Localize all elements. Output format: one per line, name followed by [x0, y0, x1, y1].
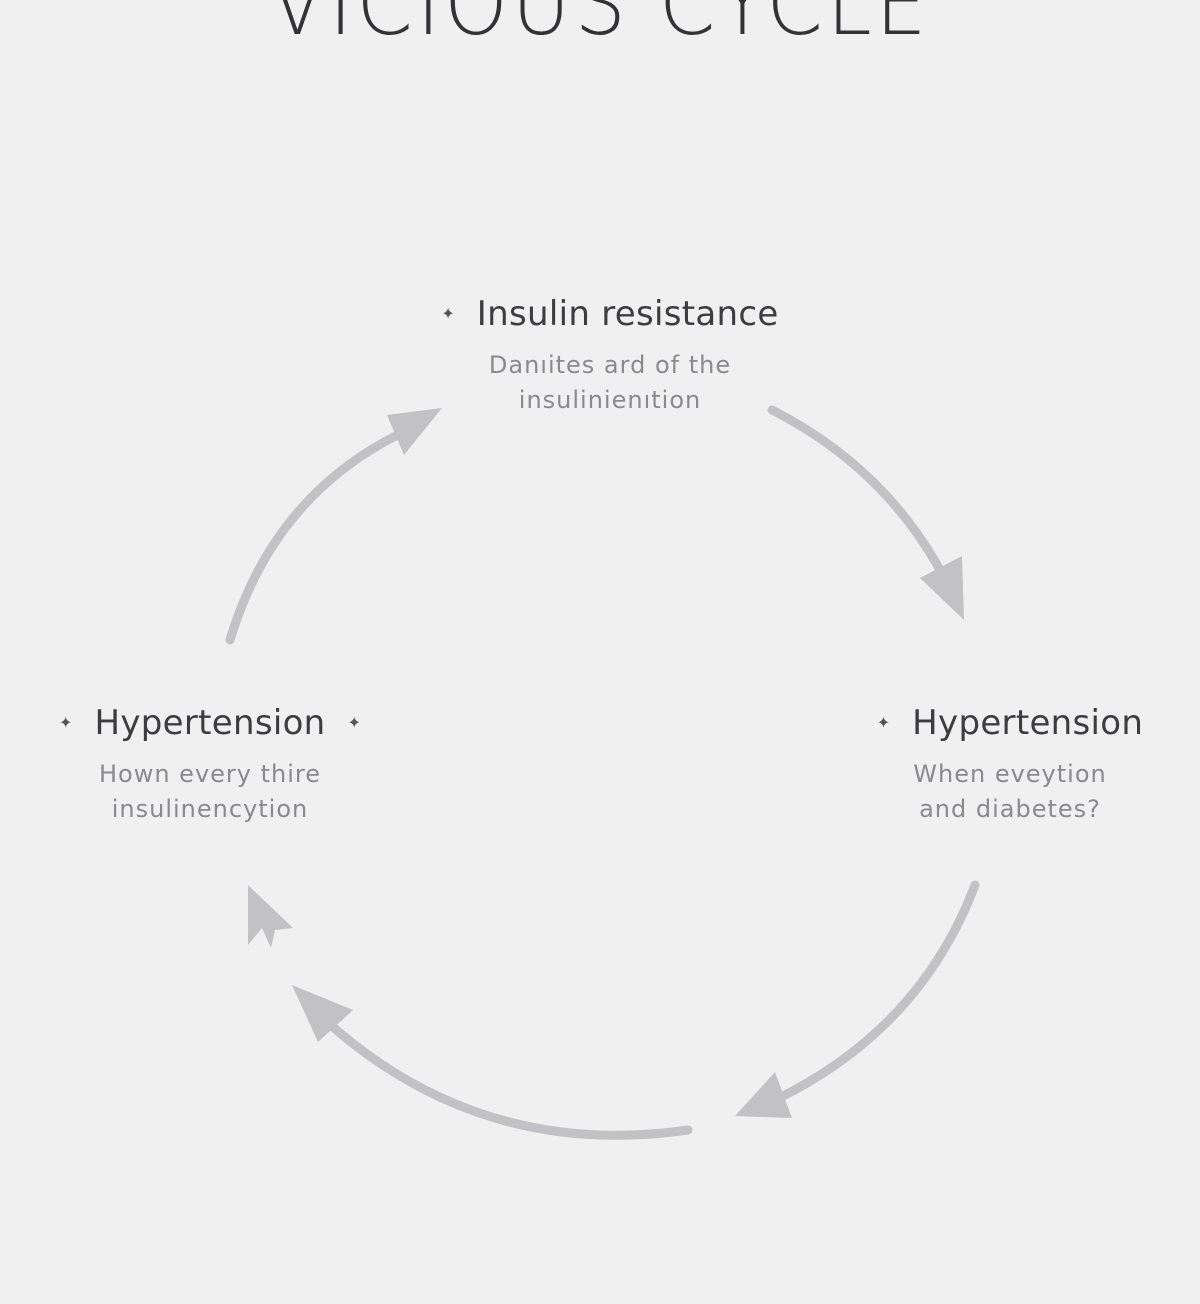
node-label: Insulin resistance	[476, 294, 779, 334]
arrow-bottom-to-left	[292, 985, 693, 1140]
node-description: When eveytion and diabetes?	[820, 757, 1200, 827]
description-line: insulinienıtion	[518, 386, 702, 414]
description-line: When eveytion	[913, 760, 1107, 788]
node-description: Danıites ard of the insulinienıtion	[380, 348, 840, 418]
node-label: Hypertension	[94, 703, 326, 743]
arrow-top-to-right	[767, 405, 964, 620]
bullet-icon: ✦	[347, 713, 361, 732]
description-line: and diabetes?	[919, 795, 1101, 823]
node-insulin-resistance: ✦ Insulin resistance Danıites ard of the…	[380, 294, 840, 418]
bullet-icon: ✦	[59, 713, 73, 732]
arrow-right-to-bottom	[735, 880, 980, 1118]
node-hypertension-left: ✦ Hypertension ✦ Hown every thire insuli…	[20, 703, 400, 827]
bullet-icon: ✦	[441, 304, 455, 323]
node-description: Hown every thire insulinencytion	[20, 757, 400, 827]
node-heading: ✦ Hypertension ✦	[20, 703, 400, 743]
diagram-title: VICIOUS CYCLE	[269, 0, 931, 55]
node-heading: ✦ Hypertension	[820, 703, 1200, 743]
description-line: Danıites ard of the	[488, 351, 732, 379]
node-heading: ✦ Insulin resistance	[380, 294, 840, 334]
node-label: Hypertension	[912, 703, 1144, 743]
node-hypertension-right: ✦ Hypertension When eveytion and diabete…	[820, 703, 1200, 827]
arrow-left-to-top	[225, 408, 442, 645]
description-line: Hown every thire	[98, 760, 322, 788]
pointer-arrowhead	[248, 885, 293, 948]
description-line: insulinencytion	[111, 795, 309, 823]
bullet-icon: ✦	[876, 713, 891, 732]
